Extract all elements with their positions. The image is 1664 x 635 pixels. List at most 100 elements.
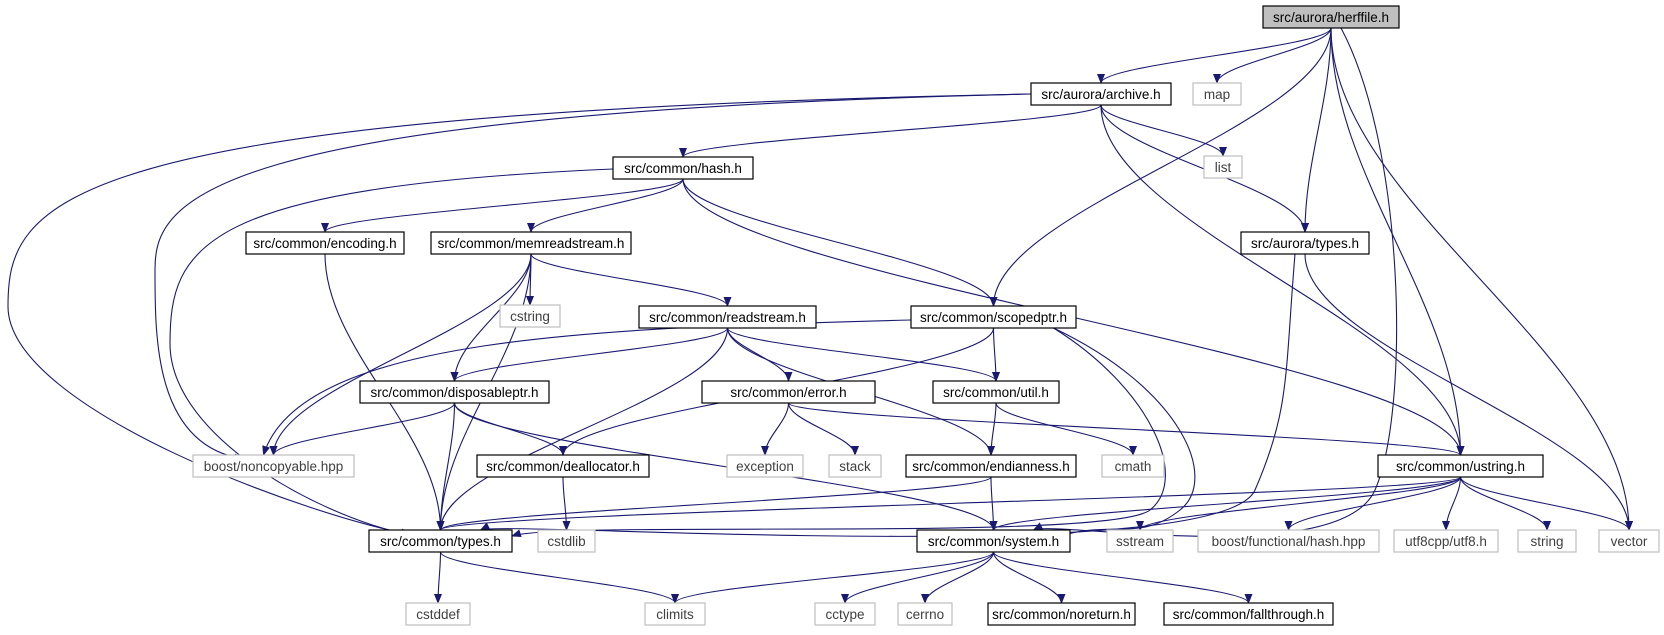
- node-endianness[interactable]: src/common/endianness.h: [905, 454, 1077, 478]
- edge-disposableptr-to-noncopyable: [269, 402, 456, 456]
- node-commontypes[interactable]: src/common/types.h: [368, 529, 513, 553]
- edge-ustring-to-utf8: [1442, 476, 1462, 531]
- node-box: [499, 304, 561, 328]
- node-noreturn[interactable]: src/common/noreturn.h: [987, 602, 1136, 626]
- node-label: src/common/endianness.h: [912, 459, 1070, 474]
- edge-archive-to-hash: [679, 104, 1102, 158]
- node-noncopyable: boost/noncopyable.hpp: [192, 454, 355, 478]
- node-box: [987, 602, 1136, 626]
- edge-herffile-to-scopedptr: [989, 27, 1332, 307]
- node-box: [644, 602, 706, 626]
- node-cstdlib: cstdlib: [537, 529, 596, 553]
- node-label: cctype: [825, 607, 864, 622]
- node-label: src/common/disposableptr.h: [370, 385, 538, 400]
- node-ustring[interactable]: src/common/ustring.h: [1377, 454, 1544, 478]
- edge-ustring-to-vector: [1459, 476, 1633, 531]
- node-box: [1377, 454, 1544, 478]
- node-label: list: [1215, 160, 1232, 175]
- node-label: src/common/encoding.h: [253, 236, 396, 251]
- node-vector: vector: [1598, 529, 1660, 553]
- node-encoding[interactable]: src/common/encoding.h: [245, 231, 405, 255]
- edge-disposableptr-to-commontypes: [436, 402, 456, 531]
- node-scopedptr[interactable]: src/common/scopedptr.h: [910, 305, 1077, 329]
- edge-ustring-to-system: [989, 476, 1462, 531]
- node-box: [701, 380, 876, 404]
- node-label: src/common/hash.h: [624, 161, 742, 176]
- node-error[interactable]: src/common/error.h: [701, 380, 876, 404]
- edge-readstream-to-error: [726, 327, 793, 382]
- edge-memreadstream-to-readstream: [530, 253, 732, 307]
- node-utf8: utf8cpp/utf8.h: [1393, 529, 1499, 553]
- node-box: [368, 529, 513, 553]
- edge-auroratypes-to-vector: [1304, 253, 1633, 531]
- node-label: map: [1204, 87, 1230, 102]
- node-box: [638, 305, 817, 329]
- node-box: [1030, 82, 1172, 106]
- node-readstream[interactable]: src/common/readstream.h: [638, 305, 817, 329]
- node-deallocator[interactable]: src/common/deallocator.h: [476, 454, 650, 478]
- edge-herffile-to-ustring: [1330, 27, 1465, 456]
- edge-endianness-to-commontypes: [436, 476, 992, 531]
- edge-system-to-cerrno: [921, 551, 995, 604]
- node-string: string: [1517, 529, 1577, 553]
- node-label: src/common/util.h: [943, 385, 1049, 400]
- nodes-layer: src/aurora/herffile.h src/aurora/archive.…: [192, 5, 1660, 626]
- edge-herffile-to-map: [1213, 27, 1332, 84]
- node-stack: stack: [828, 454, 882, 478]
- edge-error-to-ustring: [787, 402, 1465, 456]
- node-memreadstream[interactable]: src/common/memreadstream.h: [430, 231, 632, 255]
- node-hash[interactable]: src/common/hash.h: [612, 156, 754, 180]
- node-label: cerrno: [906, 607, 944, 622]
- edge-herffile-to-vector: [1330, 27, 1633, 531]
- node-fallthrough[interactable]: src/common/fallthrough.h: [1163, 602, 1334, 626]
- node-label: src/common/memreadstream.h: [438, 236, 625, 251]
- node-system[interactable]: src/common/system.h: [916, 529, 1071, 553]
- edge-readstream-to-disposableptr: [450, 327, 729, 382]
- edge-error-to-stack: [787, 402, 859, 456]
- node-label: src/common/system.h: [928, 534, 1059, 549]
- node-auroratypes[interactable]: src/aurora/types.h: [1240, 231, 1370, 255]
- node-label: cstddef: [416, 607, 460, 622]
- node-archive[interactable]: src/aurora/archive.h: [1030, 82, 1172, 106]
- edge-ustring-to-sstream: [1136, 476, 1462, 531]
- node-sstream: sstream: [1106, 529, 1174, 553]
- edge-archive-to-auroratypes: [1100, 104, 1309, 233]
- node-label: stack: [839, 459, 871, 474]
- node-box: [1517, 529, 1577, 553]
- edge-ustring-to-boosthash: [1284, 476, 1462, 531]
- node-label: utf8cpp/utf8.h: [1405, 534, 1487, 549]
- node-label: src/common/fallthrough.h: [1173, 607, 1325, 622]
- node-box: [192, 454, 355, 478]
- node-box: [1203, 155, 1243, 179]
- edge-disposableptr-to-system: [453, 402, 998, 531]
- node-box: [476, 454, 650, 478]
- edge-scopedptr-to-commontypes: [511, 327, 1166, 538]
- node-disposableptr[interactable]: src/common/disposableptr.h: [359, 380, 550, 404]
- node-box: [1101, 454, 1165, 478]
- node-label: climits: [656, 607, 694, 622]
- node-cstring: cstring: [499, 304, 561, 328]
- node-label: src/common/deallocator.h: [486, 459, 640, 474]
- node-label: src/common/readstream.h: [649, 310, 806, 325]
- node-util[interactable]: src/common/util.h: [932, 380, 1060, 404]
- edge-endianness-to-system: [989, 476, 998, 531]
- node-herffile[interactable]: src/aurora/herffile.h: [1262, 5, 1400, 29]
- node-label: src/aurora/archive.h: [1041, 87, 1160, 102]
- node-label: cmath: [1115, 459, 1152, 474]
- node-label: src/aurora/types.h: [1251, 236, 1359, 251]
- edge-ustring-to-commontypes: [436, 476, 1462, 531]
- edge-auroratypes-to-commontypes: [479, 253, 1296, 537]
- node-box: [726, 454, 804, 478]
- node-label: vector: [1611, 534, 1648, 549]
- edge-util-to-cmath: [995, 402, 1137, 456]
- node-box: [814, 602, 876, 626]
- edge-system-to-climits: [671, 551, 995, 604]
- node-label: sstream: [1116, 534, 1164, 549]
- edge-error-to-exception: [761, 402, 790, 456]
- node-label: cstdlib: [547, 534, 585, 549]
- edge-hash-to-commontypes: [169, 168, 614, 539]
- edges-layer: [7, 27, 1633, 604]
- edge-archive-to-noncopyable: [154, 93, 1032, 462]
- node-box: [1262, 5, 1400, 29]
- node-map: map: [1192, 82, 1242, 106]
